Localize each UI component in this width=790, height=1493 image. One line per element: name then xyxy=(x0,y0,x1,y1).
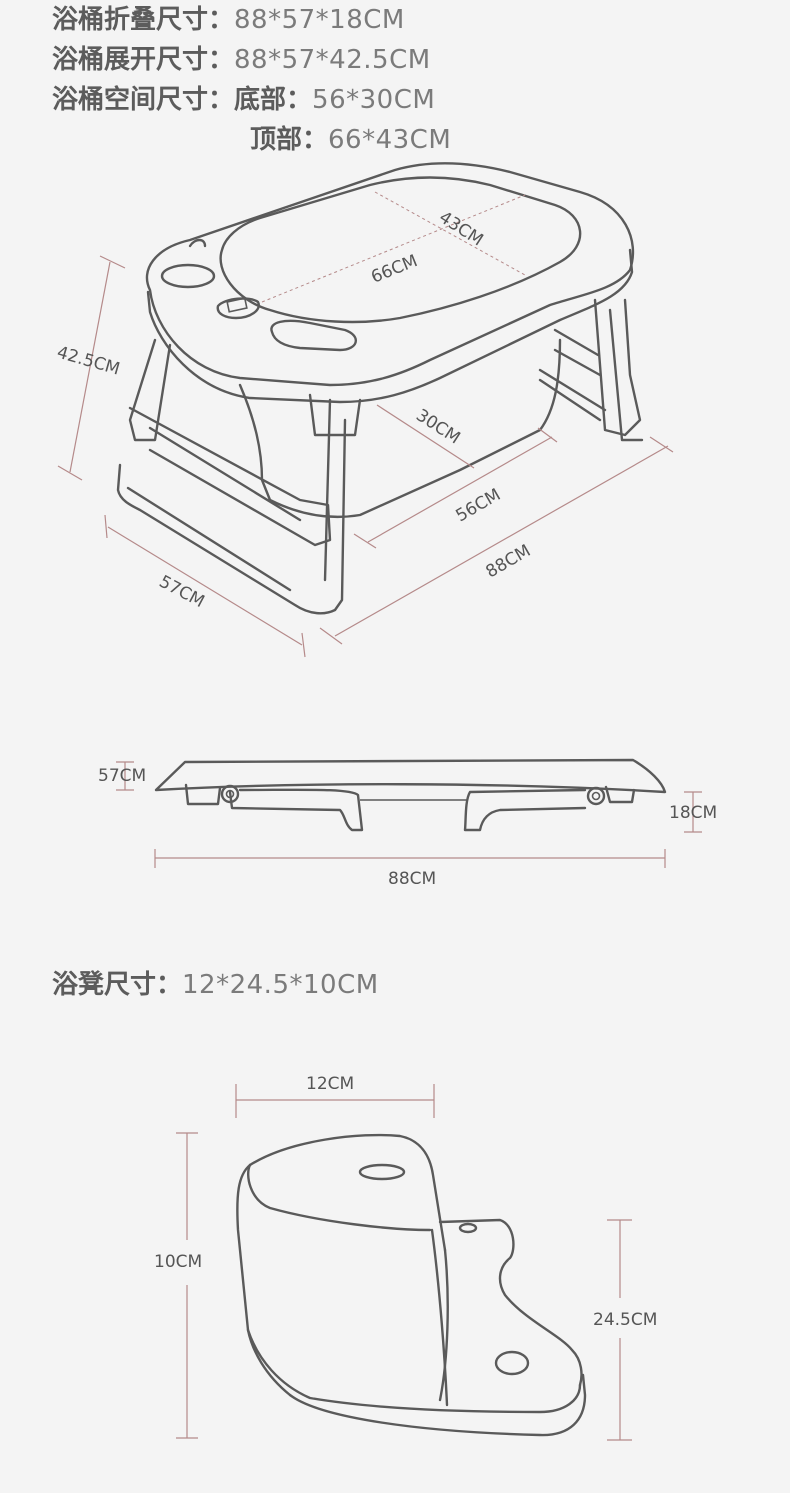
spec-space-top: 顶部：66*43CM xyxy=(250,120,451,160)
spec-unfolded: 浴桶展开尺寸：88*57*42.5CM xyxy=(52,40,431,80)
tub-thermometer xyxy=(216,297,260,320)
spec-unfolded-label: 浴桶展开尺寸： xyxy=(52,45,235,75)
stool-step-top xyxy=(438,1218,583,1387)
tub-back-leg-2 xyxy=(608,308,644,442)
spec-space-label: 浴桶空间尺寸： xyxy=(52,85,235,115)
spec-space-top-value: 66*43CM xyxy=(328,125,452,155)
stool-dim-length: 24.5CM xyxy=(593,1310,657,1330)
folded-dimension-lines xyxy=(116,761,702,868)
stool-inner-column xyxy=(430,1228,449,1407)
folded-left-pivot xyxy=(220,784,240,804)
folded-dim-height: 18CM xyxy=(669,803,717,823)
thermometer-display xyxy=(226,297,248,313)
folded-right-hinge xyxy=(604,785,636,804)
folded-left-leg xyxy=(228,788,364,832)
stool-seat-front xyxy=(247,1163,432,1232)
stool-drawing: 12CM 10CM 24.5CM xyxy=(154,1074,657,1441)
tub-dim-total-width: 57CM xyxy=(156,572,208,612)
tub-folded-drawing: 57CM 18CM 88CM xyxy=(98,758,717,889)
folded-top-shell xyxy=(154,758,667,794)
stool-bottom-edge xyxy=(288,1373,587,1437)
stool-step-hole-large xyxy=(494,1350,530,1376)
spec-stool: 浴凳尺寸：12*24.5*10CM xyxy=(52,965,379,1005)
tub-rim-outer xyxy=(145,162,635,387)
spec-space-bottom-value: 56*30CM xyxy=(312,85,436,115)
stool-dim-width: 12CM xyxy=(306,1074,354,1094)
stool-seat-hole xyxy=(358,1163,406,1181)
folded-dim-width: 57CM xyxy=(98,766,146,786)
stool-left-side xyxy=(236,1163,292,1397)
tub-top-width-line xyxy=(374,191,526,276)
stool-step-hole-small xyxy=(458,1222,478,1234)
tub-back-rungs xyxy=(538,328,607,422)
folded-right-leg xyxy=(463,788,587,832)
tub-cup-holder xyxy=(160,263,216,289)
tub-top-length-line xyxy=(261,194,526,303)
tub-dim-bottom-width: 30CM xyxy=(412,405,463,448)
tub-slot-lower xyxy=(126,486,292,592)
stool-dim-height: 10CM xyxy=(154,1252,202,1272)
tub-dim-top-length: 66CM xyxy=(368,251,420,288)
tub-unfolded-drawing: 43CM 66CM 42.5CM 30CM 56CM 88CM 57CM xyxy=(55,162,674,658)
spec-space-bottom: 浴桶空间尺寸：底部：56*30CM xyxy=(52,80,435,120)
spec-folded-value: 88*57*18CM xyxy=(234,5,405,35)
tub-front-leg xyxy=(128,338,172,442)
stool-inner-curve xyxy=(438,1248,449,1402)
tub-dimension-lines xyxy=(57,255,674,658)
spec-space-top-sub: 顶部： xyxy=(250,125,329,155)
stool-seat-top xyxy=(248,1133,447,1252)
folded-right-pivot xyxy=(586,786,606,806)
tub-rim-notch xyxy=(188,238,207,248)
spec-folded: 浴桶折叠尺寸：88*57*18CM xyxy=(52,0,405,40)
spec-space-bottom-sub: 底部： xyxy=(234,85,313,115)
spec-stool-value: 12*24.5*10CM xyxy=(182,970,379,1000)
tub-basin-opening xyxy=(219,176,582,324)
tub-rim-edge xyxy=(146,248,634,404)
tub-basin-body xyxy=(238,338,562,518)
tub-slot-upper xyxy=(148,426,302,522)
stool-dimension-lines xyxy=(176,1084,632,1441)
spec-folded-label: 浴桶折叠尺寸： xyxy=(52,5,235,35)
tub-dim-bottom-length: 56CM xyxy=(453,485,505,526)
folded-left-hinge xyxy=(184,783,222,806)
tub-leg-right xyxy=(323,398,332,582)
spec-unfolded-value: 88*57*42.5CM xyxy=(234,45,431,75)
tub-drain xyxy=(308,393,362,437)
tub-front-frame xyxy=(128,406,332,547)
tub-soap-dish xyxy=(270,319,357,352)
spec-stool-label: 浴凳尺寸： xyxy=(52,970,183,1000)
tub-base-bar xyxy=(116,418,347,615)
stool-left-inner xyxy=(246,1328,582,1414)
folded-dim-length: 88CM xyxy=(388,869,436,889)
tub-back-leg xyxy=(593,298,642,437)
